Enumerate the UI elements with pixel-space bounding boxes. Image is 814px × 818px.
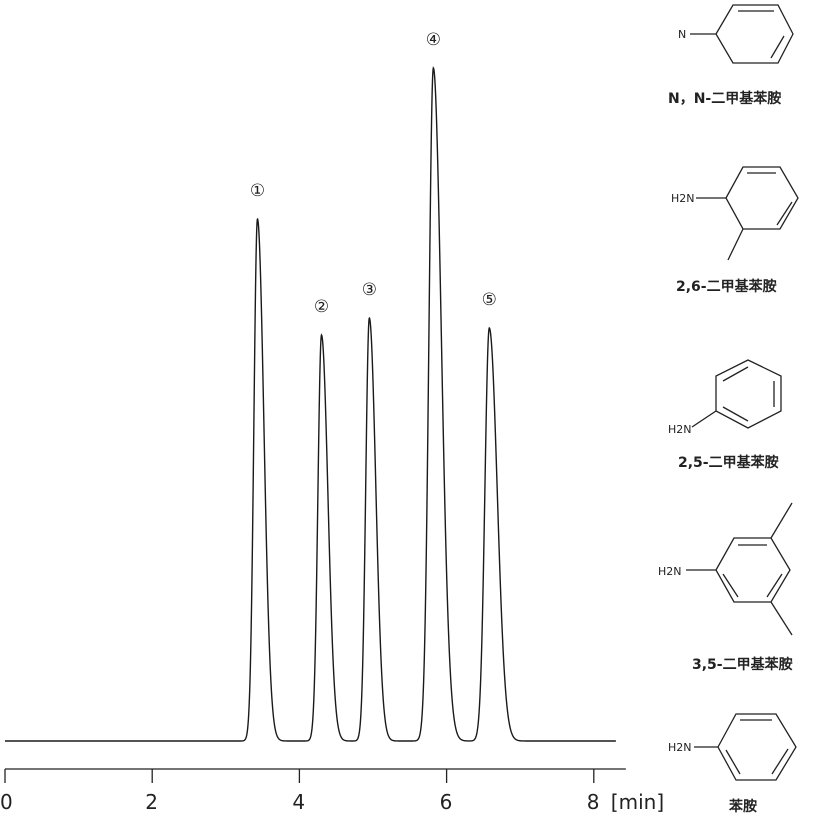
x-axis-tick-label: 2 — [145, 790, 158, 814]
compound-name-3: 2,5-二甲基苯胺 — [678, 455, 779, 471]
peak-label-text: ① — [250, 181, 265, 201]
chromatogram-trace — [5, 66, 616, 742]
structure-aniline: H2N — [666, 705, 806, 795]
x-axis-tick-label: 6 — [440, 790, 453, 814]
peak-label-5: ⑤ — [482, 290, 497, 310]
atom-label: H2N — [668, 423, 692, 436]
structure-n-n-dimethylaniline: N — [668, 0, 808, 85]
peak-label-3: ③ — [362, 280, 377, 300]
peak-label-4: ④ — [426, 30, 441, 50]
atom-label: H2N — [671, 192, 695, 205]
peak-label-2: ② — [314, 297, 329, 317]
peak-label-text: ④ — [426, 30, 441, 50]
atom-label: H2N — [668, 741, 692, 754]
peak-label-text: ⑤ — [482, 290, 497, 310]
compound-name-4: 3,5-二甲基苯胺 — [692, 657, 793, 673]
peak-label-1: ① — [250, 181, 265, 201]
structure-2-6-dimethylaniline: H2N — [668, 150, 808, 275]
atom-label: H2N — [658, 565, 682, 578]
x-axis-tick-label: 0 — [0, 790, 13, 814]
peak-label-text: ③ — [362, 280, 377, 300]
x-axis-tick-label: 4 — [292, 790, 305, 814]
peak-label-text: ② — [314, 297, 329, 317]
structure-3-5-dimethylaniline: H2N — [656, 495, 814, 650]
peak-labels: ① ② ③ ④ ⑤ — [250, 30, 497, 317]
x-axis-ticks: 0 2 4 6 8 — [0, 769, 600, 814]
x-axis-unit-label: [min] — [611, 790, 664, 814]
structure-2-5-dimethylaniline: H2N — [666, 355, 806, 450]
x-axis-tick-label: 8 — [587, 790, 600, 814]
compound-name-1: N，N-二甲基苯胺 — [668, 91, 782, 107]
compound-name-5: 苯胺 — [729, 799, 757, 815]
atom-label: N — [678, 28, 686, 41]
compound-name-2: 2,6-二甲基苯胺 — [676, 279, 777, 295]
